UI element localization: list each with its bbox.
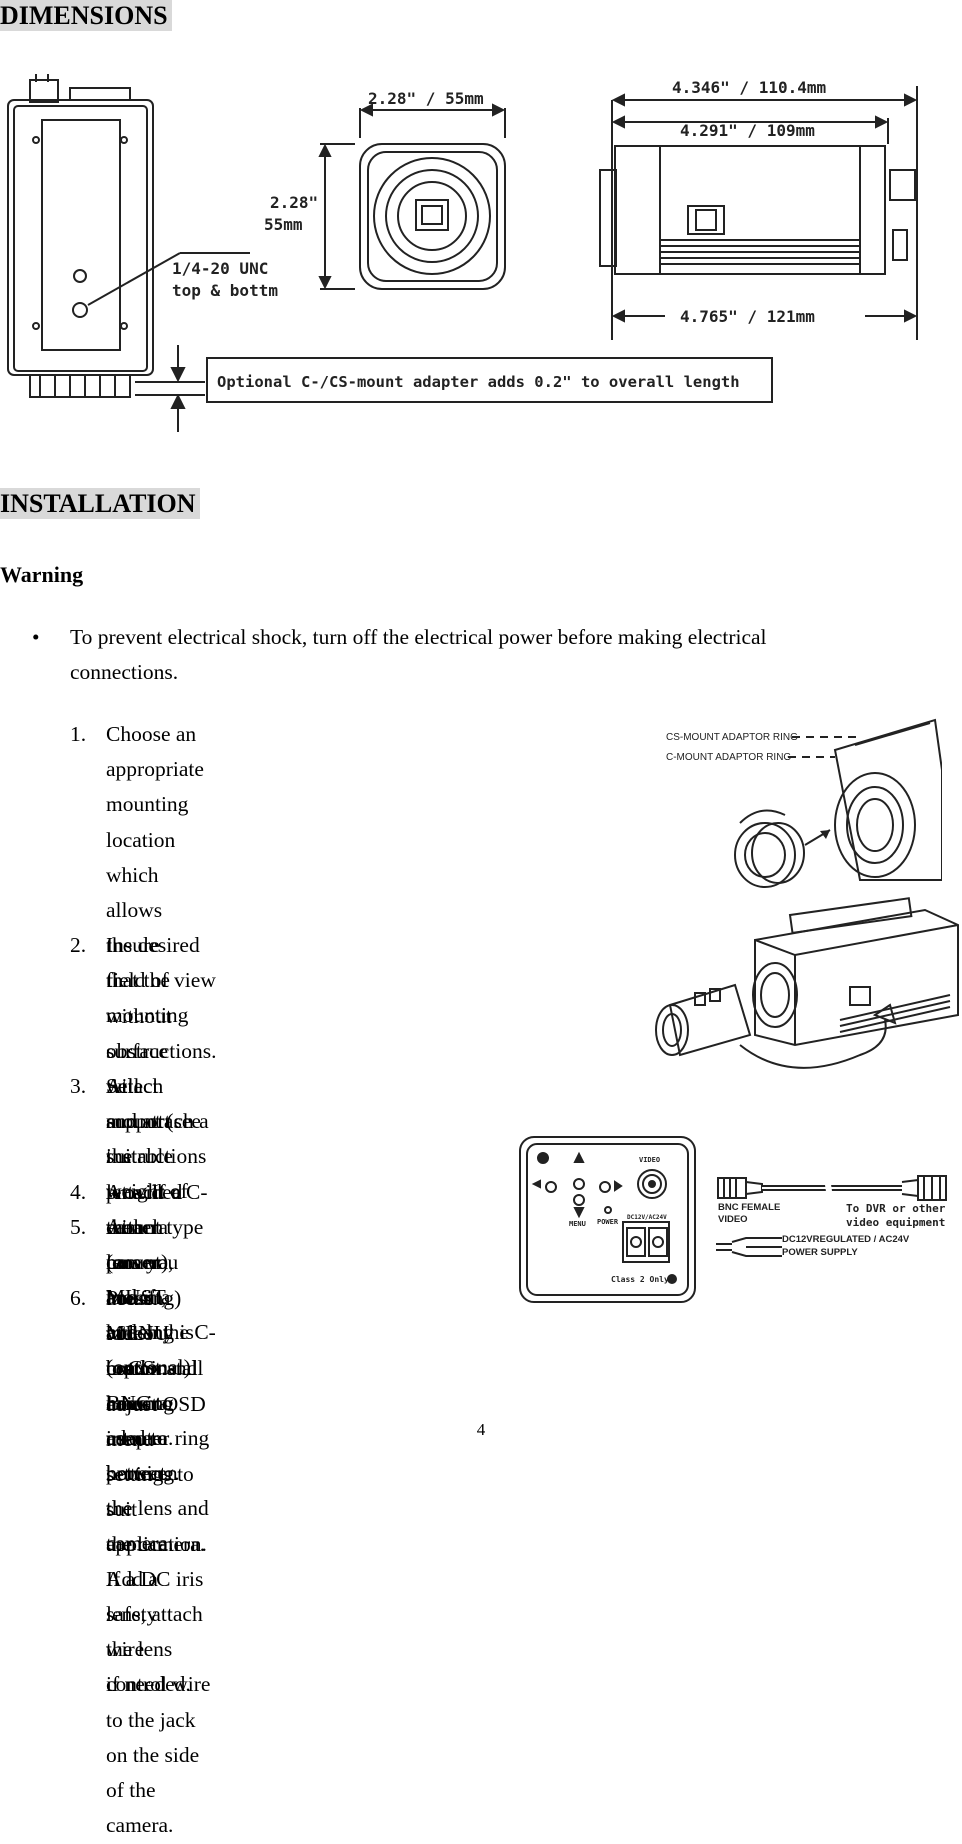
dimensions-diagram: 2.28" / 55mm 2.28" 55mm 1/4-20 UNC top &… — [7, 74, 918, 432]
rear-video-label: VIDEO — [639, 1156, 660, 1164]
mount-note-1: 1/4-20 UNC — [172, 259, 268, 278]
dim-side-total: 4.346" / 110.4mm — [672, 78, 826, 97]
step-line: and attach a suitable lens. If a C-mount… — [106, 1109, 209, 1275]
step-line: and if a housing is used install camera — [106, 1285, 204, 1415]
bullet-dot: • — [32, 625, 40, 649]
dvr-label-2: video equipment — [846, 1216, 945, 1229]
rear-dc-label: DC12V/AC24V — [627, 1214, 667, 1221]
psu-label-1: DC12VREGULATED / AC24V — [782, 1234, 910, 1245]
warning-heading: Warning — [0, 562, 84, 587]
step-line: weight of the camera, mount, and any (op… — [106, 1179, 191, 1380]
step-number: 1. — [70, 722, 87, 746]
dim-side-overall: 4.765" / 121mm — [680, 307, 815, 326]
step-line: if needed. — [106, 1672, 191, 1697]
step-line: Insure that the mounting surface will su… — [106, 933, 189, 1169]
dim-side-body: 4.291" / 109mm — [680, 121, 815, 140]
cs-ring-label: CS-MOUNT ADAPTOR RING — [666, 732, 798, 743]
cable-illustration: BNC FEMALE VIDEO To DVR or other video e… — [716, 1175, 947, 1258]
warning-line-1: To prevent electrical shock, turn off th… — [70, 625, 767, 649]
warning-line-2: connections. — [70, 660, 179, 685]
adapter-note: Optional C-/CS-mount adapter adds 0.2" t… — [217, 373, 740, 391]
step-line: Attach mount (see instructions provided … — [106, 1074, 207, 1275]
dim-front-height-2: 55mm — [264, 215, 303, 234]
dim-front-width: 2.28" / 55mm — [368, 89, 484, 108]
mount-note-2: top & bottm — [172, 281, 278, 300]
psu-label-2: POWER SUPPLY — [782, 1247, 858, 1258]
rear-panel-illustration: VIDEO MENU POWER DC12V/AC24V Class 2 Onl… — [519, 1136, 696, 1303]
bnc-label-1: BNC FEMALE — [718, 1202, 780, 1213]
rear-class-label: Class 2 Only — [611, 1275, 669, 1284]
dim-front-height-1: 2.28" — [270, 193, 318, 212]
rear-power-label: POWER — [597, 1218, 619, 1226]
camera-lens-illustration — [655, 897, 959, 1069]
adaptor-ring-illustration: CS-MOUNT ADAPTOR RING C-MOUNT ADAPTOR RI… — [666, 718, 942, 888]
step-line: Choose an appropriate mounting location … — [106, 722, 204, 923]
step-number: 5. — [70, 1215, 87, 1239]
step-line: the desired field of view without obstru… — [106, 933, 217, 1099]
step-number: 2. — [70, 933, 87, 957]
step-number: 4. — [70, 1180, 87, 1204]
step-number: 6. — [70, 1286, 87, 1310]
installation-heading: INSTALLATION — [0, 488, 200, 519]
page-number: 4 — [476, 1420, 486, 1439]
bnc-label-2: VIDEO — [718, 1214, 748, 1225]
step-line: Press MENU button and adjust OSD — [106, 1286, 206, 1416]
step-line: Attach camera (or housing) to mount. — [106, 1180, 182, 1381]
step-line: menu settings to suit application. — [106, 1426, 207, 1557]
dvr-label-1: To DVR or other — [846, 1202, 946, 1215]
step-number: 3. — [70, 1074, 87, 1098]
c-ring-label: C-MOUNT ADAPTOR RING — [666, 752, 791, 763]
rear-menu-label: MENU — [569, 1220, 586, 1228]
step-line: Attach power and video coax BNC to — [106, 1215, 173, 1416]
dimensions-heading: DIMENSIONS — [0, 0, 172, 31]
